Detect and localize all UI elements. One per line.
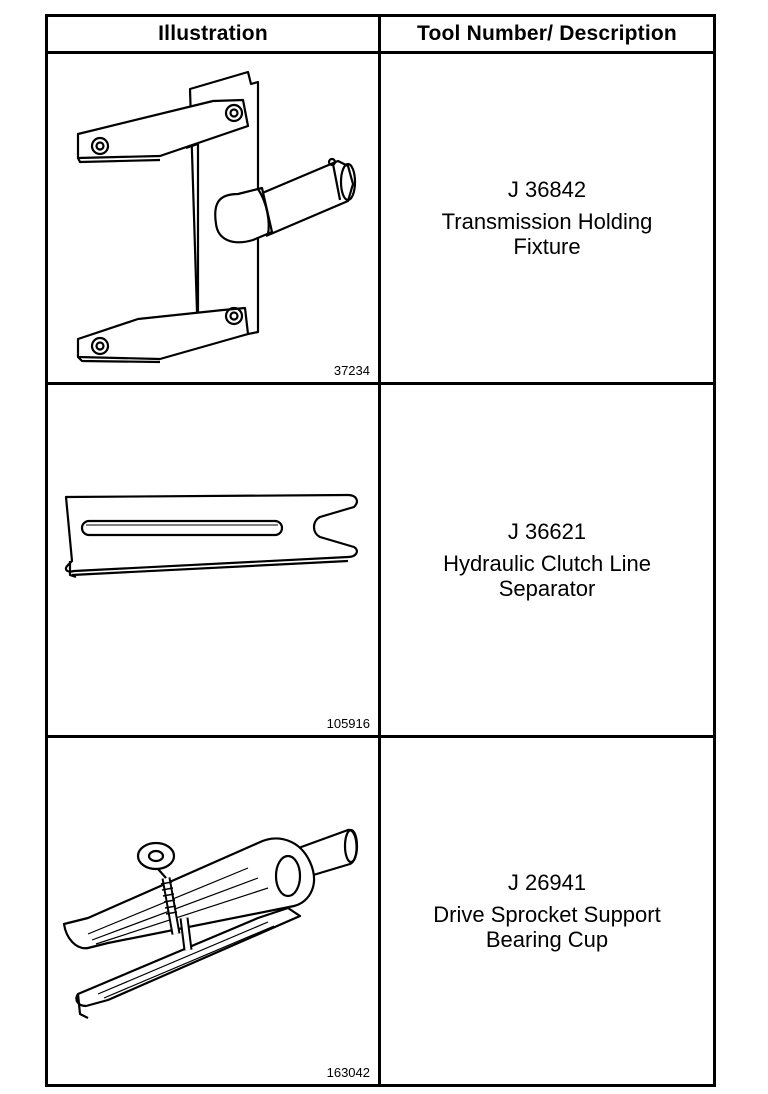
header-illustration: Illustration [158, 22, 268, 45]
tool-description: Drive Sprocket Support Bearing Cup [433, 902, 661, 952]
figure-number: 163042 [326, 1065, 370, 1080]
column-divider [378, 17, 381, 1084]
header-row: Illustration Tool Number/ Description [48, 17, 713, 54]
tool-number: J 36842 [507, 177, 587, 202]
tool-table: Illustration Tool Number/ Description [45, 14, 716, 1087]
table-row: 105916 J 36621 Hydraulic Clutch Line Sep… [48, 385, 713, 735]
figure-number: 105916 [326, 716, 370, 731]
figure-number: 37234 [333, 363, 370, 378]
tool-description: Hydraulic Clutch Line Separator [443, 551, 651, 601]
row-divider [48, 735, 713, 738]
table-row: 163042 J 26941 Drive Sprocket Support Be… [48, 738, 713, 1084]
description-cell: J 36842 Transmission Holding Fixture [381, 54, 713, 382]
bearing-cup-tool-illustration [62, 828, 359, 1019]
holding-fixture-illustration [76, 70, 357, 364]
row-divider [48, 382, 713, 385]
tool-number: J 36621 [507, 519, 587, 544]
illustration-cell: 37234 [48, 54, 378, 382]
table-row: 37234 J 36842 Transmission Holding Fixtu… [48, 54, 713, 382]
tool-number: J 26941 [507, 870, 587, 895]
tool-description: Transmission Holding Fixture [441, 209, 653, 259]
header-tool-description: Tool Number/ Description [417, 22, 677, 45]
description-cell: J 26941 Drive Sprocket Support Bearing C… [381, 738, 713, 1084]
illustration-cell: 105916 [48, 385, 378, 735]
description-cell: J 36621 Hydraulic Clutch Line Separator [381, 385, 713, 735]
clutch-line-separator-illustration [64, 493, 358, 579]
illustration-cell: 163042 [48, 738, 378, 1084]
